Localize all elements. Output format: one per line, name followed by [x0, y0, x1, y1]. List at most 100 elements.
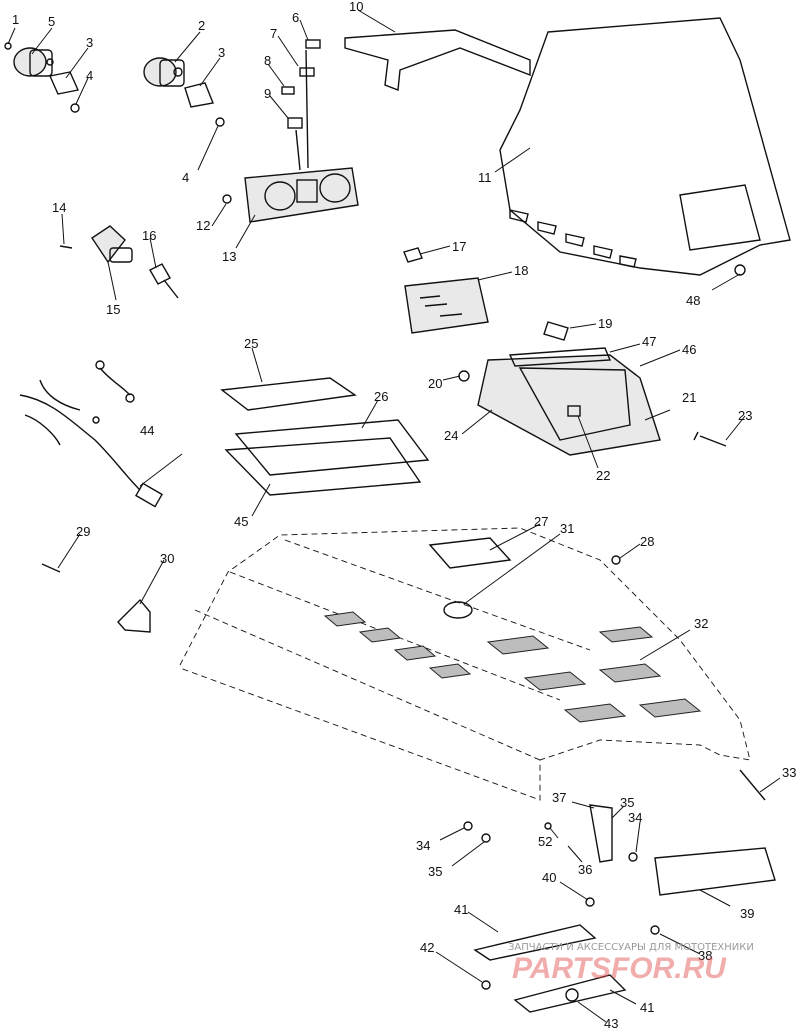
- callout-30: 30: [160, 551, 174, 566]
- callout-25: 25: [244, 336, 258, 351]
- gasket-25: [220, 377, 357, 411]
- callout-37: 37: [552, 790, 566, 805]
- gauge-left: [13, 47, 54, 77]
- rod-33: [739, 769, 766, 801]
- part-drawings: [4, 17, 791, 1013]
- hood-insert-27: [428, 537, 512, 569]
- nut-4b: [215, 117, 225, 127]
- callout-1: 1: [12, 12, 19, 27]
- callout-47: 47: [642, 334, 656, 349]
- plate-41b: [513, 974, 627, 1013]
- callout-17: 17: [452, 239, 466, 254]
- ignition-switch: [91, 225, 133, 264]
- frame-45: [224, 437, 422, 496]
- callout-9: 9: [264, 86, 271, 101]
- callout-7: 7: [270, 26, 277, 41]
- gauge-brackets: [49, 71, 214, 108]
- choke-knob: [149, 263, 179, 299]
- callout-20: 20: [428, 376, 442, 391]
- callout-35a: 35: [428, 864, 442, 879]
- callout-45: 45: [234, 514, 248, 529]
- headlight: [404, 277, 489, 334]
- callout-27: 27: [534, 514, 548, 529]
- callout-2: 2: [198, 18, 205, 33]
- adjuster-spring: [543, 321, 569, 341]
- leader-lines: [7, 9, 781, 1023]
- grommet-31: [443, 601, 473, 619]
- callout-31: 31: [560, 521, 574, 536]
- callout-44: 44: [140, 423, 154, 438]
- callout-38: 38: [698, 948, 712, 963]
- callout-16: 16: [142, 228, 156, 243]
- plate-41a: [473, 924, 597, 961]
- callout-24: 24: [444, 428, 458, 443]
- callout-34a: 34: [416, 838, 430, 853]
- callout-35b: 35: [620, 795, 634, 810]
- screw-38: [650, 925, 660, 935]
- callout-21: 21: [682, 390, 696, 405]
- callout-3a: 3: [86, 35, 93, 50]
- callout-10: 10: [349, 0, 363, 14]
- callout-48: 48: [686, 293, 700, 308]
- callout-42: 42: [420, 940, 434, 955]
- callout-15: 15: [106, 302, 120, 317]
- callout-4a: 4: [86, 68, 93, 83]
- hinge-39: [654, 847, 776, 896]
- watermark-brand: PARTSFOR.RU: [512, 952, 727, 985]
- washer-35a: [481, 833, 491, 843]
- callout-labels: 1 2 3 3 4 4 5 6 7 8 9 10 11 12 13 14 15 …: [12, 0, 796, 1031]
- screw-12: [222, 194, 232, 204]
- callout-12: 12: [196, 218, 210, 233]
- bolt-23: [693, 431, 727, 447]
- wiring-harness: [19, 360, 163, 508]
- screw-52: [544, 822, 552, 830]
- watermark-caption: ЗАПЧАСТИ И АКСЕССУАРЫ ДЛЯ МОТОТЕХНИКИ: [508, 942, 754, 953]
- callout-29: 29: [76, 524, 90, 539]
- gauge-right: [143, 57, 185, 87]
- trim-strip: [344, 29, 531, 91]
- callout-19: 19: [598, 316, 612, 331]
- callout-8: 8: [264, 53, 271, 68]
- bracket-30: [117, 598, 151, 633]
- callout-40: 40: [542, 870, 556, 885]
- callout-4b: 4: [182, 170, 189, 185]
- screw-28: [611, 555, 621, 565]
- callout-36: 36: [578, 862, 592, 877]
- nut-48: [734, 264, 746, 276]
- pin-14: [59, 245, 73, 249]
- hinge-37: [589, 804, 613, 863]
- instrument-panel: [244, 167, 359, 223]
- grommet: [458, 370, 470, 382]
- callout-3b: 3: [218, 45, 225, 60]
- callout-41a: 41: [454, 902, 468, 917]
- callout-41b: 41: [640, 1000, 654, 1015]
- callout-43: 43: [604, 1016, 618, 1031]
- callout-6: 6: [292, 10, 299, 25]
- callout-46: 46: [682, 342, 696, 357]
- windshield: [499, 17, 791, 276]
- callout-28: 28: [640, 534, 654, 549]
- nut-4a: [70, 103, 80, 113]
- windshield-mount-plate: [679, 184, 761, 251]
- switches: [281, 39, 321, 171]
- nut-34b: [628, 852, 638, 862]
- windshield-tabs: [509, 209, 637, 268]
- callout-26: 26: [374, 389, 388, 404]
- nut-34a: [463, 821, 473, 831]
- callout-32: 32: [694, 616, 708, 631]
- callout-39: 39: [740, 906, 754, 921]
- headlight-housing: [477, 347, 661, 456]
- bolt-43: [565, 988, 579, 1002]
- callout-13: 13: [222, 249, 236, 264]
- hood-vents: [323, 611, 702, 723]
- callout-14: 14: [52, 200, 66, 215]
- callout-33: 33: [782, 765, 796, 780]
- screw-42: [481, 980, 491, 990]
- pin-29: [41, 563, 61, 573]
- screw-40: [585, 897, 595, 907]
- callout-34b: 34: [628, 810, 642, 825]
- callout-22: 22: [596, 468, 610, 483]
- callout-23: 23: [738, 408, 752, 423]
